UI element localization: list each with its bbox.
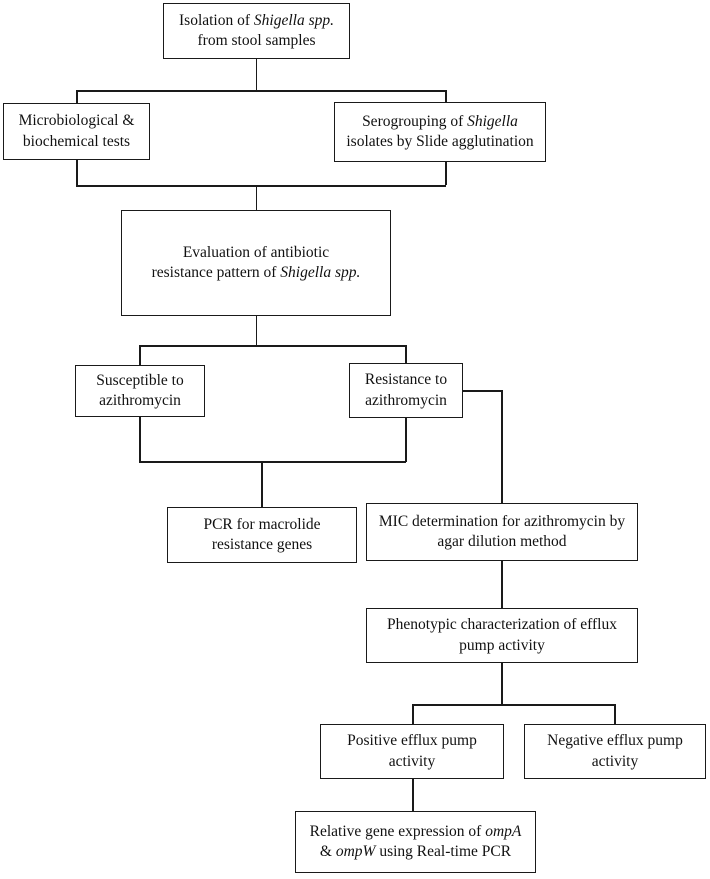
connector-to-evaluation bbox=[255, 185, 258, 210]
connector-phenotypic-stem bbox=[501, 663, 503, 705]
node-mic-determination-label: MIC determination for azithromycin by ag… bbox=[378, 512, 626, 550]
node-positive-efflux[interactable]: Positive efflux pump activity bbox=[320, 724, 504, 779]
node-phenotypic-characterization-label: Phenotypic characterization of efflux pu… bbox=[387, 616, 617, 654]
node-relative-gene-expression[interactable]: Relative gene expression of ompA& ompW u… bbox=[295, 811, 536, 873]
connector-evaluation-stem bbox=[255, 316, 258, 345]
connector-to-micro-tests bbox=[76, 90, 78, 103]
node-pcr-macrolide[interactable]: PCR for macrolide resistance genes bbox=[167, 507, 357, 563]
connector-to-susceptible bbox=[139, 345, 141, 365]
connector-resistance-right-down bbox=[501, 390, 503, 503]
node-relative-gene-expression-label: Relative gene expression of ompA& ompW u… bbox=[309, 822, 522, 860]
node-negative-efflux[interactable]: Negative efflux pump activity bbox=[524, 724, 706, 779]
node-isolation-label: Isolation of Shigella spp.from stool sam… bbox=[179, 11, 334, 49]
node-negative-efflux-label: Negative efflux pump activity bbox=[547, 732, 683, 770]
connector-merge-row4 bbox=[139, 461, 406, 463]
node-phenotypic-characterization[interactable]: Phenotypic characterization of efflux pu… bbox=[366, 608, 638, 663]
connector-to-resistance bbox=[405, 345, 407, 363]
connector-resistance-down bbox=[405, 418, 407, 462]
connector-split-row4 bbox=[139, 345, 406, 347]
connector-serogrouping-down bbox=[445, 162, 447, 185]
node-resistance-label: Resistance to azithromycin bbox=[364, 371, 448, 409]
node-resistance[interactable]: Resistance to azithromycin bbox=[349, 363, 463, 418]
connector-isolation-stem bbox=[255, 59, 258, 91]
connector-to-pcr-macrolide bbox=[261, 461, 263, 507]
connector-positive-to-expression bbox=[412, 779, 414, 811]
node-mic-determination[interactable]: MIC determination for azithromycin by ag… bbox=[366, 503, 638, 561]
connector-merge-row2 bbox=[76, 185, 446, 187]
node-susceptible[interactable]: Susceptible to azithromycin bbox=[75, 365, 205, 417]
connector-split-row2 bbox=[76, 90, 446, 92]
node-positive-efflux-label: Positive efflux pump activity bbox=[347, 732, 477, 770]
connector-to-negative-efflux bbox=[614, 704, 616, 724]
connector-split-row8 bbox=[412, 704, 615, 706]
connector-micro-tests-down bbox=[76, 160, 78, 185]
node-pcr-macrolide-label: PCR for macrolide resistance genes bbox=[203, 515, 321, 553]
connector-mic-to-phenotypic bbox=[501, 561, 503, 608]
connector-to-serogrouping bbox=[445, 90, 447, 103]
connector-susceptible-down bbox=[139, 417, 141, 462]
node-microbiological-tests[interactable]: Microbiological & biochemical tests bbox=[3, 103, 150, 160]
node-microbiological-tests-label: Microbiological & biochemical tests bbox=[18, 112, 135, 150]
connector-to-positive-efflux bbox=[412, 704, 414, 724]
connector-resistance-right bbox=[463, 390, 502, 392]
node-isolation[interactable]: Isolation of Shigella spp.from stool sam… bbox=[163, 3, 350, 59]
node-susceptible-label: Susceptible to azithromycin bbox=[96, 371, 184, 409]
